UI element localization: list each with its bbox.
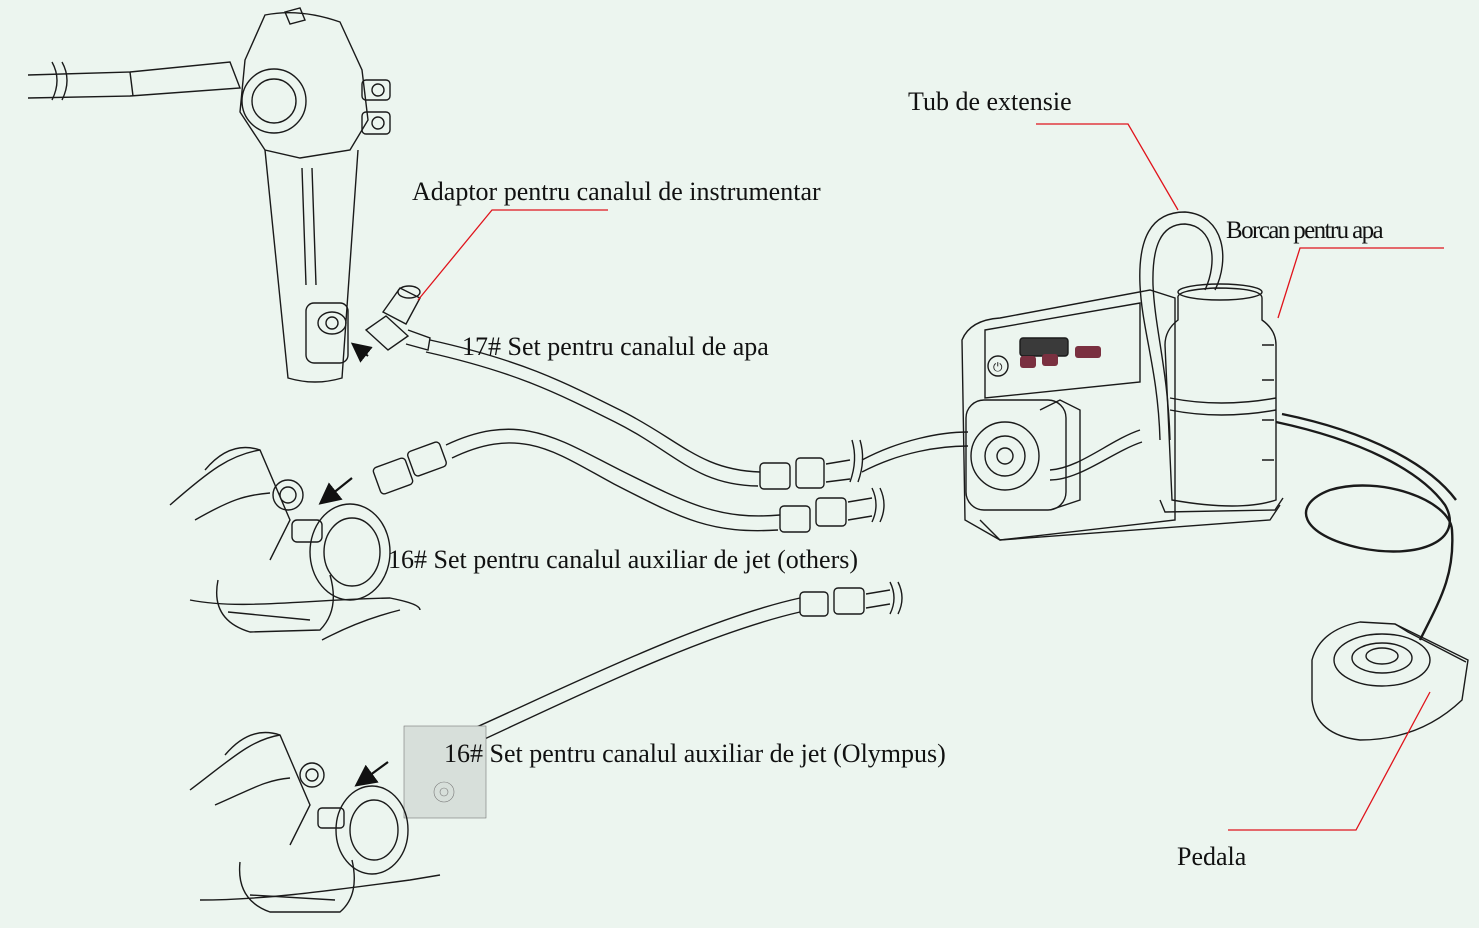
endoscope-detail-others bbox=[169, 446, 421, 641]
label-set-17: 17# Set pentru canalul de apa bbox=[462, 332, 769, 361]
arrow-icon bbox=[318, 477, 353, 505]
leader-pedal bbox=[1228, 691, 1431, 831]
leader-channel-adapter bbox=[417, 209, 608, 301]
pedal bbox=[1311, 621, 1469, 741]
endoscope-handle bbox=[27, 7, 391, 383]
leader-extension-tube bbox=[1036, 123, 1179, 211]
tube-16-olympus bbox=[403, 581, 903, 819]
channel-adapter bbox=[364, 285, 431, 351]
pump-unit: ⏻ bbox=[961, 289, 1281, 541]
pedal-cable bbox=[1275, 412, 1457, 641]
tube-17 bbox=[425, 339, 969, 490]
label-pedal: Pedala bbox=[1177, 842, 1247, 871]
extension-tube bbox=[1139, 211, 1224, 441]
leader-water-jar bbox=[1277, 247, 1444, 319]
label-water-jar: Borcan pentru apa bbox=[1226, 217, 1384, 244]
tube-16-others bbox=[372, 428, 885, 533]
water-jar bbox=[1159, 283, 1284, 513]
power-icon: ⏻ bbox=[993, 360, 1003, 374]
leader-lines bbox=[417, 123, 1444, 831]
endoscope-detail-olympus bbox=[189, 731, 441, 913]
label-set-16-olympus: 16# Set pentru canalul auxiliar de jet (… bbox=[444, 739, 946, 768]
label-extension-tube: Tub de extensie bbox=[908, 87, 1072, 116]
label-channel-adapter: Adaptor pentru canalul de instrumentar bbox=[412, 177, 821, 206]
label-set-16-others: 16# Set pentru canalul auxiliar de jet (… bbox=[388, 545, 859, 574]
arrow-icon bbox=[350, 342, 373, 363]
arrow-icon bbox=[354, 761, 389, 787]
